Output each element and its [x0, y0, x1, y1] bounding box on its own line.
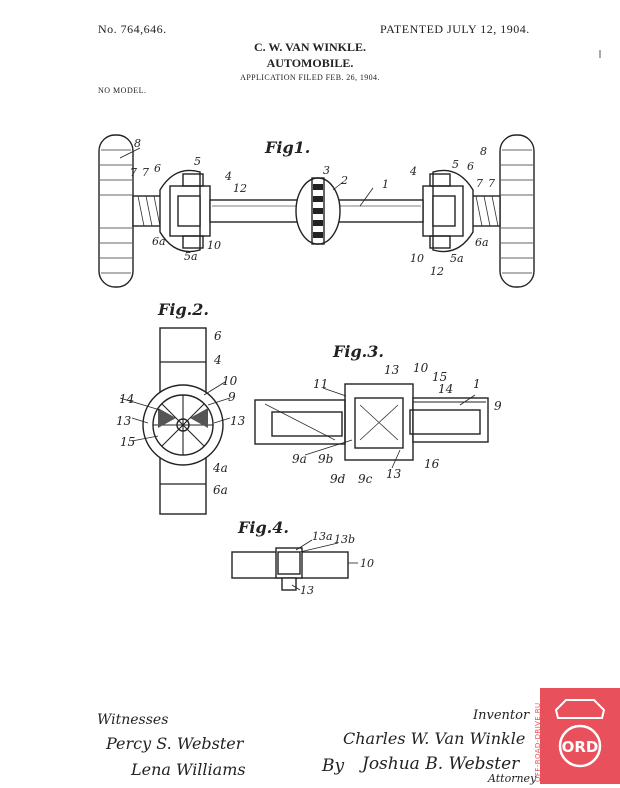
left-wheel: [98, 134, 134, 288]
witness-signature-2: Lena Williams: [131, 760, 246, 779]
fig3-num: 9d: [330, 472, 346, 486]
fig1-num: 4: [409, 165, 417, 178]
fig1-num: 7: [130, 166, 137, 179]
attorney-label: Attorney: [488, 772, 537, 785]
invention-title: AUTOMOBILE.: [266, 56, 354, 70]
fig2-num: 10: [222, 374, 238, 388]
fig2-num: 13: [116, 414, 132, 428]
by-label: By: [322, 756, 345, 776]
fig4-num: 13a: [312, 530, 333, 543]
fig3-num: 13: [384, 363, 400, 377]
patent-date: PATENTED JULY 12, 1904.: [380, 22, 530, 36]
inventor-heading: C. W. VAN WINKLE.: [253, 40, 367, 54]
fig4-num: 13: [300, 584, 314, 597]
fig1-num: 7: [142, 166, 149, 179]
ord-logo-icon: ORD: [554, 699, 606, 768]
fig1-num: 1: [382, 178, 389, 191]
fig1-num: 6a: [152, 235, 166, 248]
fig3-num: 15: [432, 370, 447, 384]
fig3-num: 9b: [318, 452, 333, 466]
fig2-num: 6: [214, 329, 222, 343]
attorney-signature: Joshua B. Webster: [362, 754, 520, 774]
fig1-num: 7: [476, 177, 483, 190]
fig2-num: 13: [230, 414, 246, 428]
fig3-label: Fig.3.: [333, 342, 384, 361]
fig3-num: 9c: [358, 472, 373, 486]
fig1-num: 5: [452, 158, 459, 171]
fig1-num: 7: [488, 177, 495, 190]
fig3-num: 9: [494, 399, 502, 413]
fig1-label: Fig1.: [265, 138, 311, 157]
witnesses-label: Witnesses: [97, 712, 169, 728]
fig1-num: 8: [480, 145, 487, 158]
fig3-num: 14: [438, 382, 453, 396]
fig3-num: 1: [473, 377, 481, 391]
fig4-label: Fig.4.: [238, 518, 289, 537]
fig2-num: 9: [228, 390, 236, 404]
fig2-num: 14: [119, 392, 134, 406]
inventor-label: Inventor: [473, 708, 530, 723]
fig4-num: 10: [360, 557, 374, 570]
fig2-drawing: [119, 327, 231, 515]
fig1-num: 3: [323, 164, 330, 177]
fig1-num: 10: [207, 239, 221, 252]
right-wheel: [499, 134, 535, 288]
model-note: NO MODEL.: [98, 86, 147, 95]
inventor-signature: Charles W. Van Winkle: [343, 729, 526, 748]
fig1-num: 6a: [475, 236, 489, 249]
fig3-num: 9a: [292, 452, 307, 466]
witness-signature-1: Percy S. Webster: [106, 734, 244, 753]
fig3-num: 16: [424, 457, 440, 471]
fig1-num: 4: [224, 170, 232, 183]
fig1-num: 10: [410, 252, 424, 265]
fig1-num: 8: [134, 137, 141, 150]
fig2-num: 15: [120, 435, 135, 449]
fig1-num: 5a: [184, 250, 198, 263]
logo-text: ORD: [562, 738, 599, 756]
patent-number: No. 764,646.: [98, 22, 167, 36]
fig1-num: 5a: [450, 252, 464, 265]
fig1-num: 12: [233, 182, 247, 195]
fig2-num: 4a: [212, 461, 228, 475]
fig1-num: 5: [194, 155, 201, 168]
fig3-num: 10: [413, 361, 429, 375]
fig4-num: 13b: [334, 533, 355, 546]
fig2-num: 6a: [213, 483, 228, 497]
fig3-drawing: [254, 383, 489, 469]
fig1-num: 6: [154, 162, 161, 175]
application-filed: APPLICATION FILED FEB. 26, 1904.: [240, 73, 380, 82]
fig3-num: 13: [386, 467, 402, 481]
watermark-band: ORD: [540, 688, 620, 784]
watermark-site: OFF-ROAD-DRIVE.RU: [534, 702, 542, 782]
fig2-num: 4: [213, 353, 222, 367]
fig2-label: Fig.2.: [158, 300, 209, 319]
fig4-drawing: [231, 539, 358, 591]
fig1-num: 2: [340, 174, 348, 187]
fig3-num: 11: [313, 377, 328, 391]
fig1-num: 12: [430, 265, 444, 278]
fig1-drawing: [98, 134, 535, 288]
fig1-num: 6: [467, 160, 474, 173]
